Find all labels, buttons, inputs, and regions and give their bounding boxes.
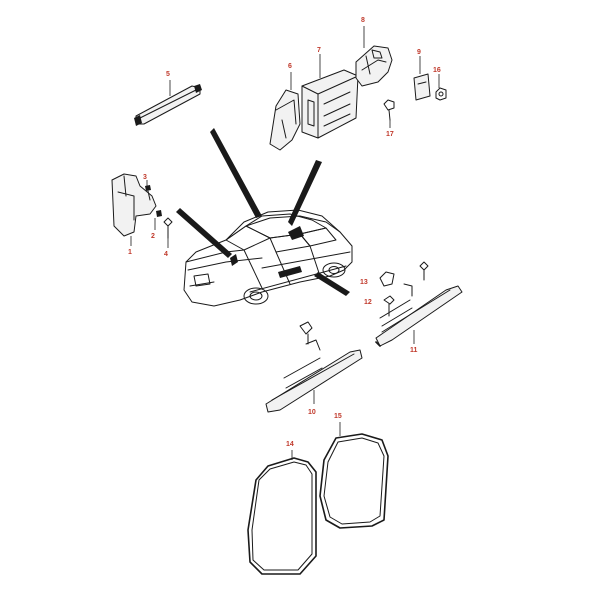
part-sill-10 (265, 321, 363, 413)
callout-6: 6 (288, 63, 292, 70)
callout-5: 5 (166, 71, 170, 78)
part-seals-14-15 (247, 422, 389, 575)
part-bracket-left (111, 173, 173, 248)
callout-9: 9 (417, 49, 421, 56)
callout-16: 16 (433, 67, 441, 74)
callout-14: 14 (286, 441, 294, 448)
callout-10: 10 (308, 409, 316, 416)
callout-4: 4 (164, 251, 168, 258)
callout-1: 1 (128, 249, 132, 256)
part-strip-5 (134, 80, 202, 126)
callout-13: 13 (360, 279, 368, 286)
car-illustration (183, 209, 353, 307)
callout-15: 15 (334, 413, 342, 420)
part-clips-12-13 (379, 261, 429, 317)
callout-8: 8 (361, 17, 365, 24)
callout-labels: 1 2 3 4 5 6 7 8 9 10 11 12 13 14 15 16 1… (128, 17, 441, 448)
callout-17: 17 (386, 131, 394, 138)
callout-11: 11 (410, 347, 418, 354)
part-sill-11 (375, 283, 463, 347)
part-box-7 (301, 54, 359, 139)
part-bracket-8 (355, 26, 393, 87)
part-clip-17 (383, 99, 395, 128)
part-clip-9-16 (413, 56, 447, 101)
callout-2: 2 (151, 233, 155, 240)
pointer-arrows (176, 128, 350, 296)
callout-3: 3 (143, 174, 147, 181)
callout-7: 7 (317, 47, 321, 54)
callout-12: 12 (364, 299, 372, 306)
part-panel-6 (269, 72, 301, 151)
